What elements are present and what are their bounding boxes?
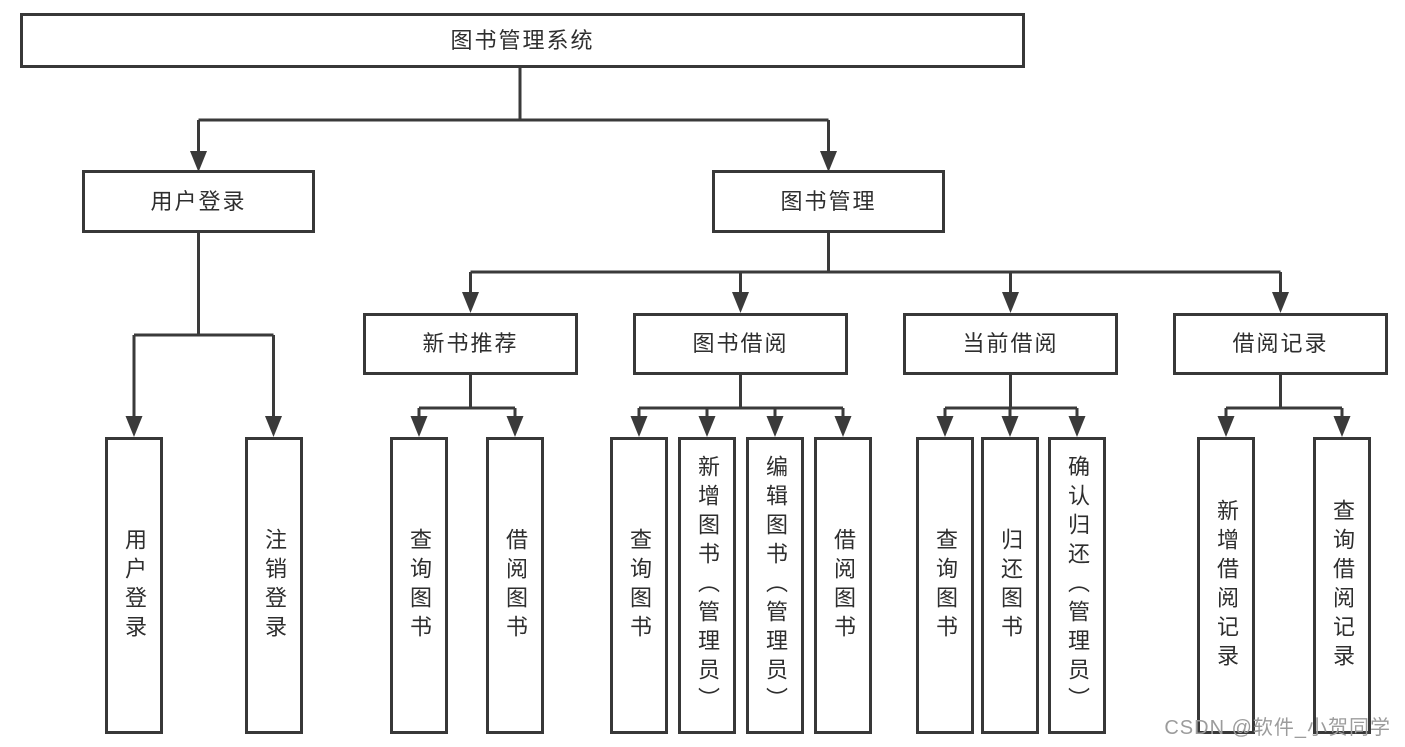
arrow-down-marker	[462, 292, 479, 313]
arrow-down-marker	[1002, 292, 1019, 313]
arrow-down-marker	[410, 416, 428, 437]
connector-login-to-leaves	[132, 233, 275, 418]
node-user-login: 用户登录	[82, 170, 315, 233]
leaf-borrow-query-books: 查询图书	[610, 437, 668, 734]
leaf-recommend-borrow-books: 借阅图书	[486, 437, 544, 734]
arrow-down-marker	[1068, 416, 1086, 437]
connector-management-to-modules	[469, 233, 1282, 294]
arrow-down-marker	[630, 416, 648, 437]
watermark: CSDN @软件_小贺同学	[1164, 717, 1391, 739]
leaf-records-query-record: 查询借阅记录	[1313, 437, 1371, 734]
leaf-current-confirm-return-admin: 确认归还（管理员）	[1048, 437, 1106, 734]
connector-borrow-to-leaves	[637, 375, 845, 418]
arrow-down-marker	[766, 416, 784, 437]
leaf-recommend-query-books: 查询图书	[390, 437, 448, 734]
leaf-logout: 注销登录	[245, 437, 303, 734]
node-current-borrow: 当前借阅	[903, 313, 1118, 375]
leaf-current-query-books: 查询图书	[916, 437, 974, 734]
arrow-down-marker	[506, 416, 524, 437]
arrow-down-marker	[936, 416, 954, 437]
connector-root-to-level2	[197, 68, 830, 153]
arrow-down-marker	[265, 416, 282, 437]
leaf-borrow-borrow-books: 借阅图书	[814, 437, 872, 734]
leaf-current-return-books: 归还图书	[981, 437, 1039, 734]
connector-records-to-leaves	[1224, 375, 1344, 418]
node-borrow-records: 借阅记录	[1173, 313, 1388, 375]
node-new-book-recommend: 新书推荐	[363, 313, 578, 375]
arrow-down-marker	[698, 416, 716, 437]
leaf-borrow-edit-books-admin: 编辑图书（管理员）	[746, 437, 804, 734]
arrow-down-marker	[834, 416, 852, 437]
arrow-down-marker	[1333, 416, 1351, 437]
arrow-down-marker	[190, 151, 207, 172]
arrow-down-marker	[732, 292, 749, 313]
arrow-down-marker	[1272, 292, 1289, 313]
arrow-down-marker	[1001, 416, 1019, 437]
node-book-borrow: 图书借阅	[633, 313, 848, 375]
node-root: 图书管理系统	[20, 13, 1025, 68]
connector-recommend-to-leaves	[417, 375, 517, 418]
arrow-down-marker	[820, 151, 837, 172]
arrow-down-marker	[125, 416, 143, 437]
node-book-management: 图书管理	[712, 170, 945, 233]
leaf-records-add-record: 新增借阅记录	[1197, 437, 1255, 734]
arrow-down-marker	[1217, 416, 1235, 437]
connector-current-to-leaves	[943, 375, 1079, 418]
leaf-user-login: 用户登录	[105, 437, 163, 734]
leaf-borrow-add-books-admin: 新增图书（管理员）	[678, 437, 736, 734]
